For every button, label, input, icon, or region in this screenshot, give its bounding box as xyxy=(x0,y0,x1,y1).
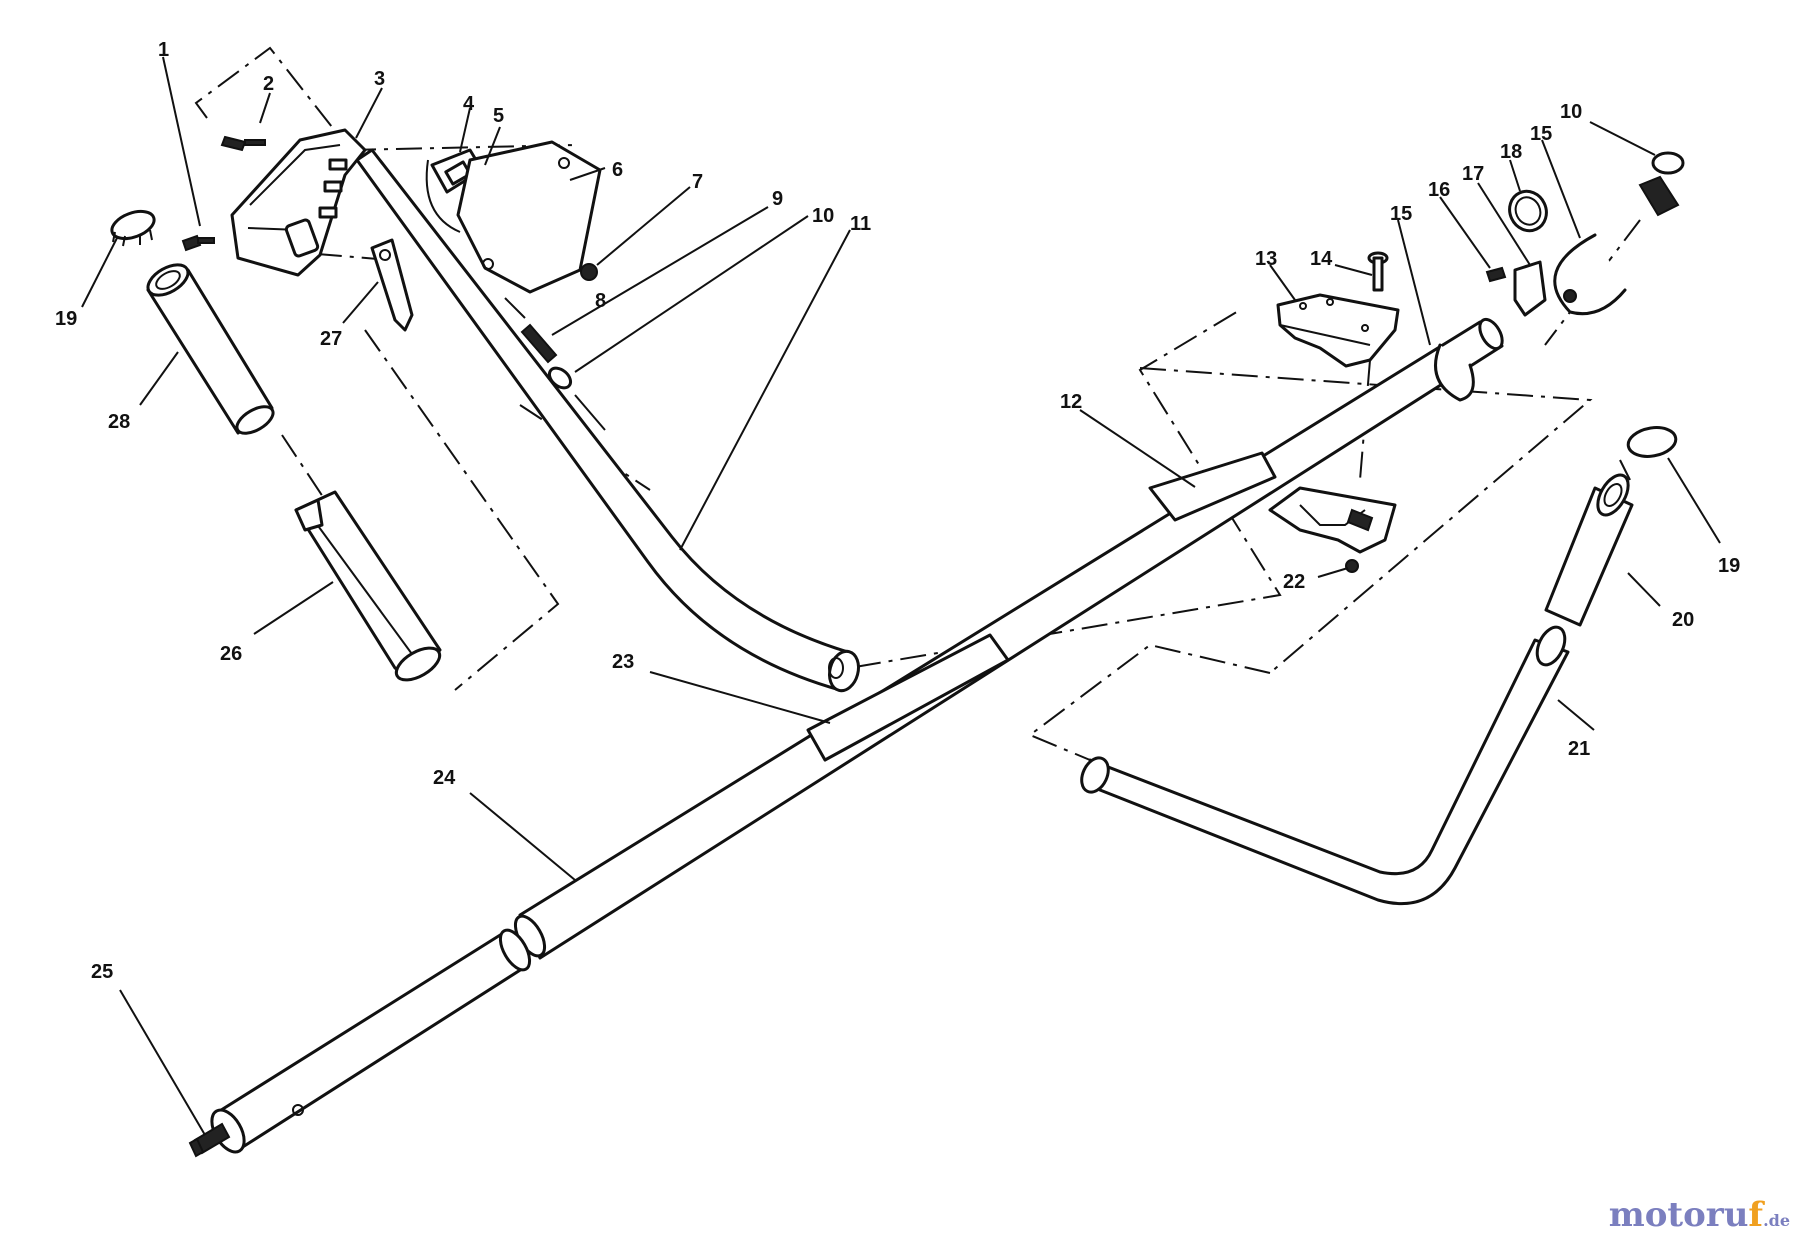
ring-clip-upper xyxy=(1553,233,1627,316)
callout-25: 25 xyxy=(91,961,113,983)
right-end-cap xyxy=(1626,426,1678,458)
callout-28: 28 xyxy=(108,411,130,433)
callout-12: 12 xyxy=(1060,391,1082,413)
callout-15b: 15 xyxy=(1530,123,1552,145)
clamp-screw xyxy=(1485,260,1577,317)
callout-9: 9 xyxy=(772,188,783,210)
callout-7: 7 xyxy=(692,171,703,193)
callout-11: 11 xyxy=(850,213,871,235)
o-ring xyxy=(1508,189,1548,233)
callout-17: 17 xyxy=(1462,163,1484,185)
callout-23: 23 xyxy=(612,651,634,673)
callout-10b: 10 xyxy=(1560,101,1582,123)
cable-stop-right xyxy=(1638,151,1685,217)
callout-14: 14 xyxy=(1310,248,1333,270)
callout-20: 20 xyxy=(1672,609,1694,631)
right-grip xyxy=(1544,473,1634,627)
callout-19b: 19 xyxy=(1718,555,1740,577)
callout-3: 3 xyxy=(374,68,385,90)
watermark-suffix: .de xyxy=(1763,1211,1790,1230)
cable-fittings xyxy=(504,297,606,431)
lower-shaft xyxy=(188,928,532,1158)
throttle-trigger xyxy=(370,238,414,332)
callout-19: 19 xyxy=(55,308,77,330)
callout-6: 6 xyxy=(612,159,623,181)
callout-27: 27 xyxy=(320,328,342,350)
ring-clip-lower xyxy=(1434,343,1475,402)
clamp-upper xyxy=(1276,293,1400,368)
left-grip xyxy=(146,263,275,435)
handle-bracket xyxy=(294,490,442,682)
callout-numbers: 1 2 3 4 5 6 7 8 9 10 11 12 13 14 15 16 1… xyxy=(55,39,1740,983)
callout-18: 18 xyxy=(1500,141,1522,163)
callout-21: 21 xyxy=(1568,738,1590,760)
clamp-nut xyxy=(1345,559,1359,573)
clamp-lower xyxy=(1268,486,1397,554)
callout-1: 1 xyxy=(158,39,169,61)
watermark-logo: motoruf.de xyxy=(1609,1195,1790,1235)
callout-5: 5 xyxy=(493,105,504,127)
throttle-housing xyxy=(230,128,367,277)
callout-8: 8 xyxy=(595,290,606,312)
callout-24: 24 xyxy=(433,767,456,789)
housing-screws xyxy=(181,135,266,252)
clamp-bolt xyxy=(1367,251,1389,292)
callout-13: 13 xyxy=(1255,248,1277,270)
callout-4: 4 xyxy=(463,93,475,115)
upper-handle-tube xyxy=(355,148,860,693)
watermark-main: motoru xyxy=(1608,1195,1749,1235)
watermark-accent: f xyxy=(1748,1195,1764,1235)
left-end-cap xyxy=(110,209,156,247)
housing-cover xyxy=(456,140,602,294)
callout-2: 2 xyxy=(263,73,274,95)
callout-15: 15 xyxy=(1390,203,1412,225)
callout-26: 26 xyxy=(220,643,242,665)
callout-16: 16 xyxy=(1428,179,1450,201)
callout-10: 10 xyxy=(812,205,834,227)
main-shaft xyxy=(513,317,1504,960)
loop-handle xyxy=(1080,625,1570,906)
hex-nut xyxy=(580,263,598,281)
leader-lines xyxy=(81,56,1721,1136)
callout-22: 22 xyxy=(1283,571,1305,593)
